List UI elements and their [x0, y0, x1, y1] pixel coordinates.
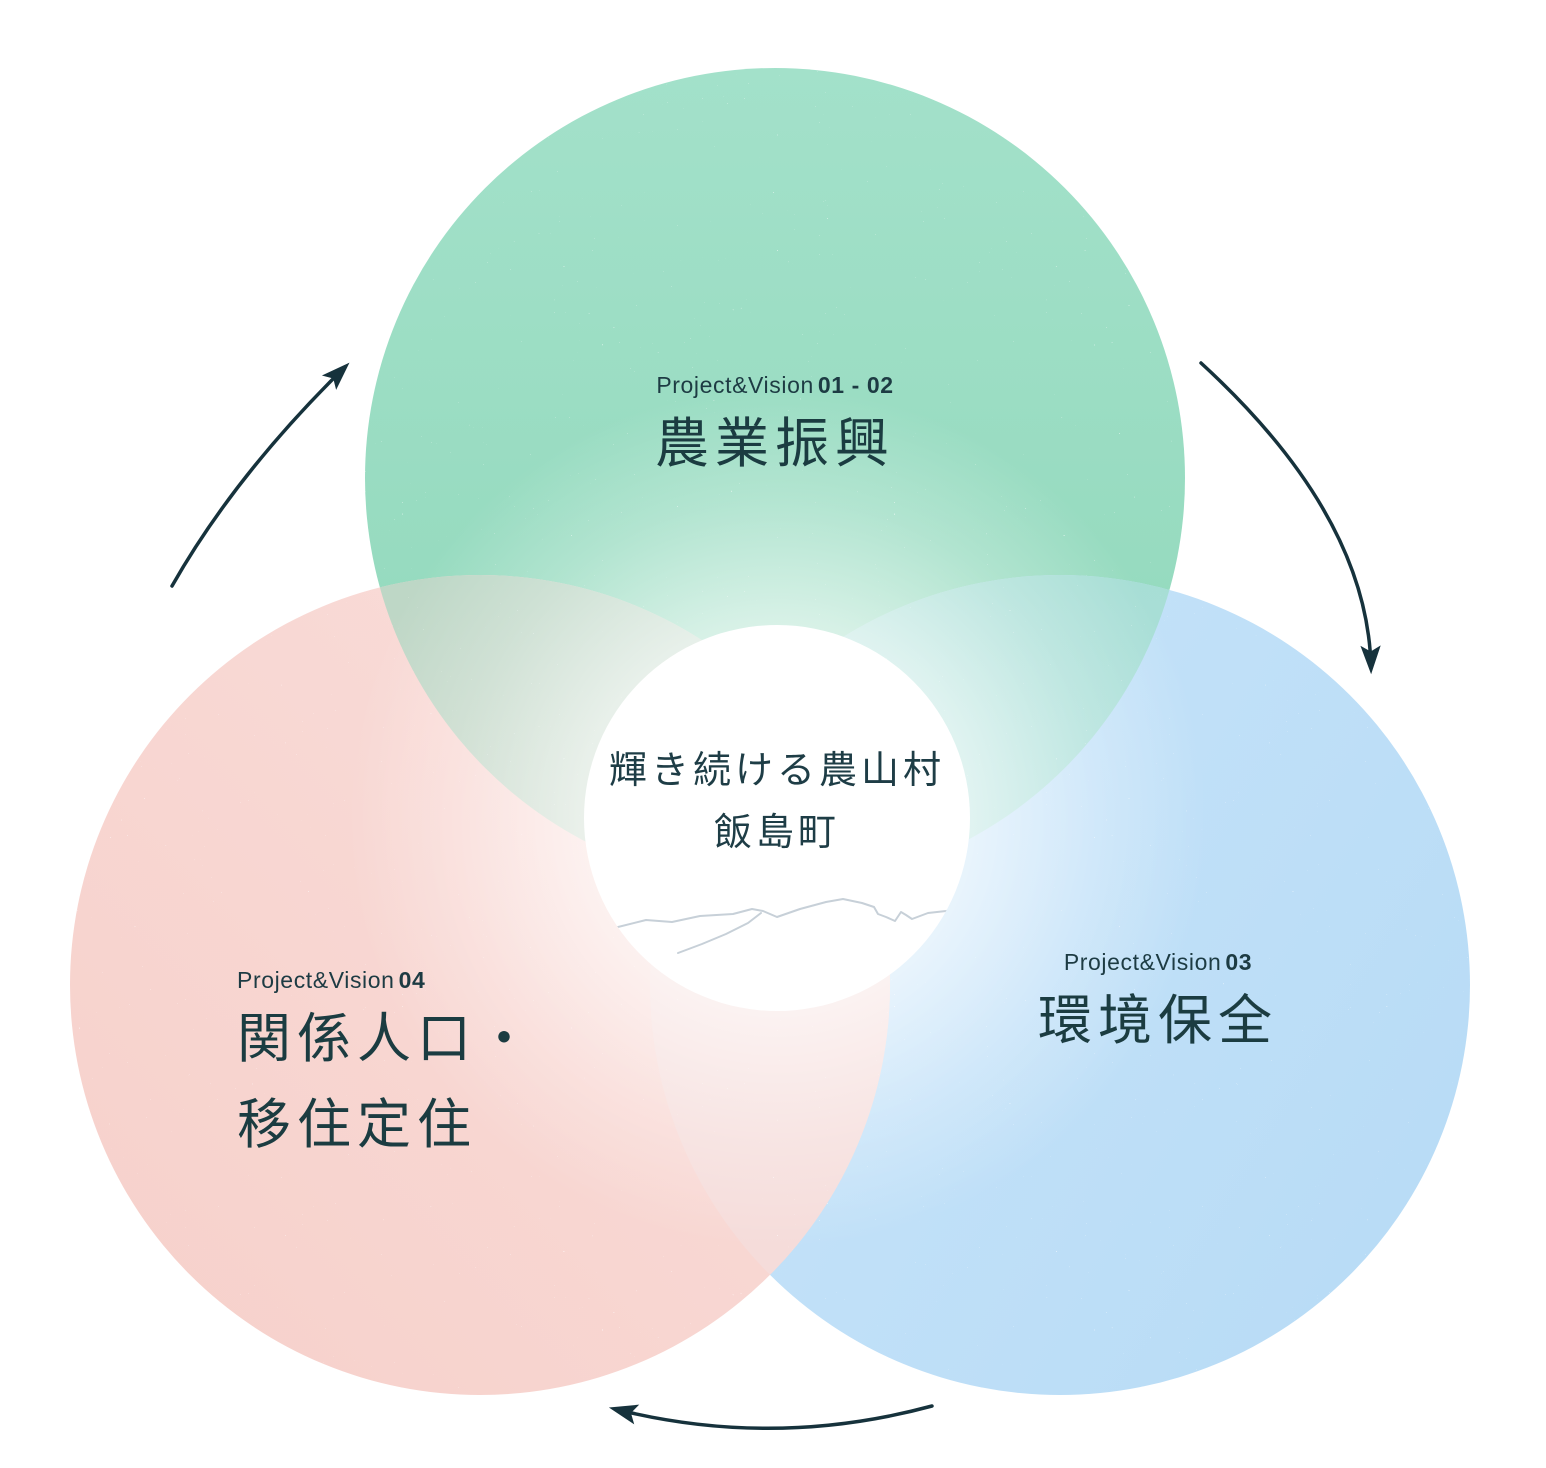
mountain-ridge-icon	[609, 898, 967, 954]
cycle-arrows	[170, 361, 1381, 1431]
project-environment-title: 環境保全	[1038, 991, 1278, 1051]
project-environment-label-prefix: Project&Vision	[1063, 949, 1222, 975]
project-population-title-line2: 移住定住	[237, 1095, 477, 1155]
center-circle	[584, 625, 970, 1011]
project-agriculture-label-prefix: Project&Vision	[656, 372, 814, 398]
cycle-arrow-bottom-icon	[608, 1404, 934, 1431]
project-agriculture-label-number: 01 - 02	[817, 372, 894, 398]
project-population-label-prefix: Project&Vision	[237, 967, 395, 993]
project-population-title-line1: 関係人口・	[237, 1009, 537, 1069]
cycle-arrow-right-icon	[1199, 361, 1381, 675]
project-population-label-number: 04	[398, 967, 426, 993]
center-slogan: 輝き続ける農山村 飯島町	[609, 740, 945, 864]
project-environment-label-number: 03	[1225, 949, 1253, 975]
center-slogan-line2: 飯島町	[713, 812, 841, 854]
center-slogan-line1: 輝き続ける農山村	[608, 750, 946, 792]
cycle-arrow-left-icon	[170, 362, 350, 588]
project-agriculture-title: 農業振興	[655, 414, 895, 474]
